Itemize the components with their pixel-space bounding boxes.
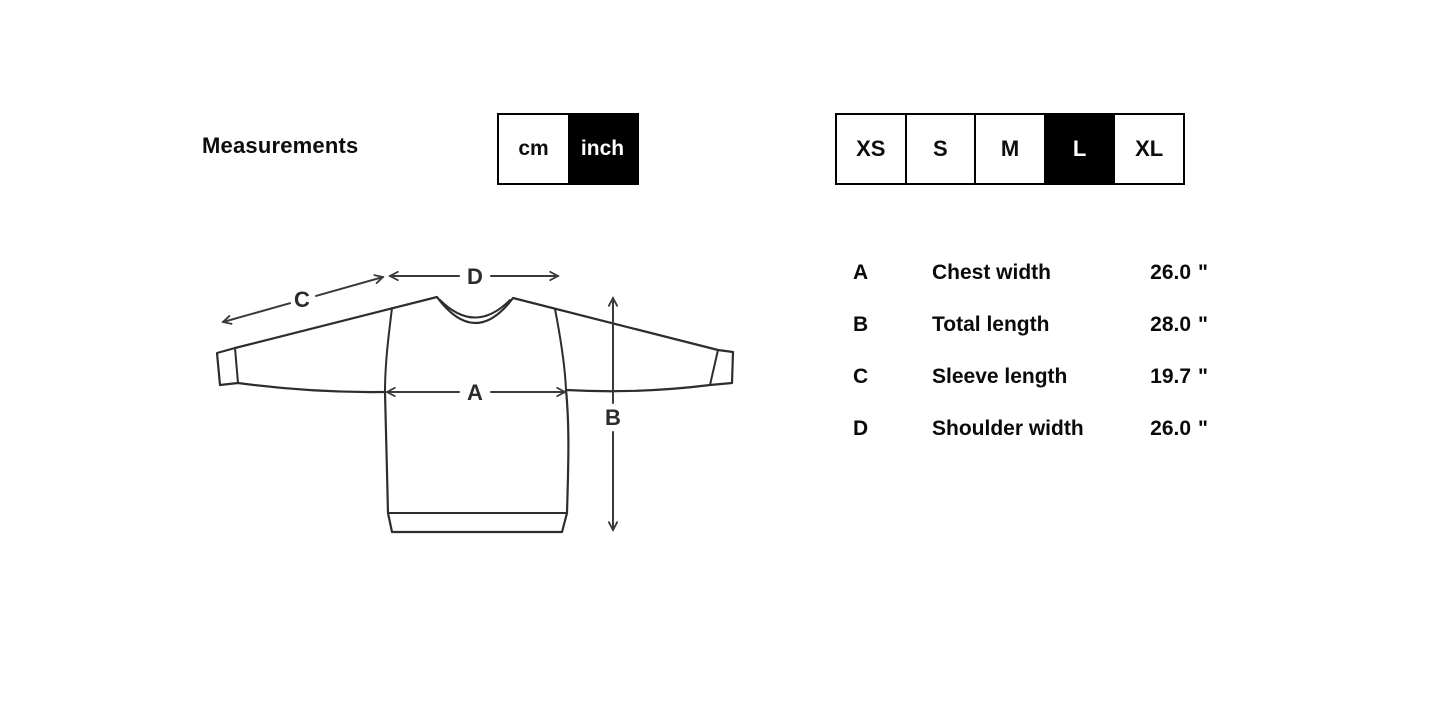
measurement-row-d: D Shoulder width 26.0 " (853, 414, 1208, 444)
measurement-unit: " (1198, 261, 1208, 284)
measurements-table: A Chest width 26.0 " B Total length 28.0… (853, 258, 1208, 466)
diagram-label-d: D (467, 264, 483, 289)
measurement-value: 26.0 (1150, 417, 1192, 440)
size-option-l[interactable]: L (1043, 115, 1114, 183)
page-title: Measurements (202, 133, 359, 158)
measurement-row-a: A Chest width 26.0 " (853, 258, 1208, 288)
left-cuff-seam (234, 347, 239, 384)
diagram-label-a: A (467, 380, 483, 405)
measurement-row-b: B Total length 28.0 " (853, 310, 1208, 340)
garment-measurement-diagram: C D A B (200, 264, 735, 547)
size-option-xl[interactable]: XL (1113, 115, 1183, 183)
measurement-unit: " (1198, 417, 1208, 440)
right-cuff-seam (709, 349, 719, 386)
size-option-s[interactable]: S (904, 115, 975, 183)
measurement-name: Sleeve length (932, 365, 1068, 388)
size-option-m[interactable]: M (974, 115, 1044, 183)
measurement-value: 28.0 (1150, 313, 1192, 336)
measurement-key: C (853, 365, 869, 388)
measurement-row-c: C Sleeve length 19.7 " (853, 362, 1208, 392)
unit-toggle: cm inch (497, 113, 639, 185)
collar-inner-line (439, 299, 511, 319)
measurement-value: 19.7 (1150, 365, 1192, 388)
unit-option-inch[interactable]: inch (568, 115, 637, 183)
measurement-name: Chest width (932, 261, 1051, 284)
measurement-key: D (853, 417, 869, 440)
measurement-name: Shoulder width (932, 417, 1084, 440)
sweater-outline (215, 295, 735, 534)
measurement-unit: " (1198, 313, 1208, 336)
diagram-label-b: B (605, 405, 621, 430)
measurement-key: B (853, 313, 869, 336)
size-option-xs[interactable]: XS (837, 115, 905, 183)
arrow-c-sleeve-length (223, 277, 383, 322)
size-selector: XS S M L XL (835, 113, 1185, 185)
measurement-unit: " (1198, 365, 1208, 388)
measurement-key: A (853, 261, 869, 284)
measurement-name: Total length (932, 313, 1050, 336)
unit-option-cm[interactable]: cm (499, 115, 568, 183)
diagram-label-c: C (294, 287, 310, 312)
measurement-value: 26.0 (1150, 261, 1192, 284)
